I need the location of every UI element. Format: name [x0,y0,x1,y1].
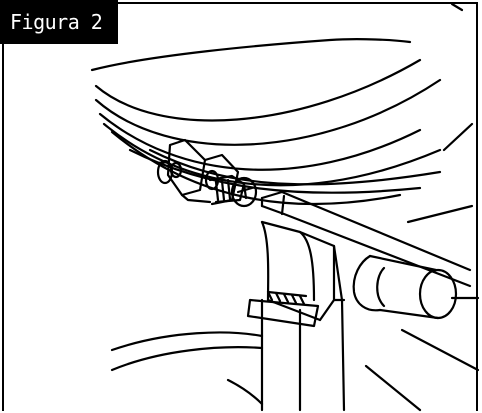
latch-tab [246,290,320,328]
figure-border [2,2,478,411]
screw [208,174,258,208]
knob [352,254,458,320]
frame-lines [364,122,480,412]
support-post [260,220,346,412]
base-arcs [110,331,264,406]
corner-mark [450,2,464,12]
screwdriver-icon [260,190,472,288]
clamp-bracket [156,138,240,206]
wheel-rim [90,38,442,206]
figure-caption: Figura 2 [0,0,118,44]
